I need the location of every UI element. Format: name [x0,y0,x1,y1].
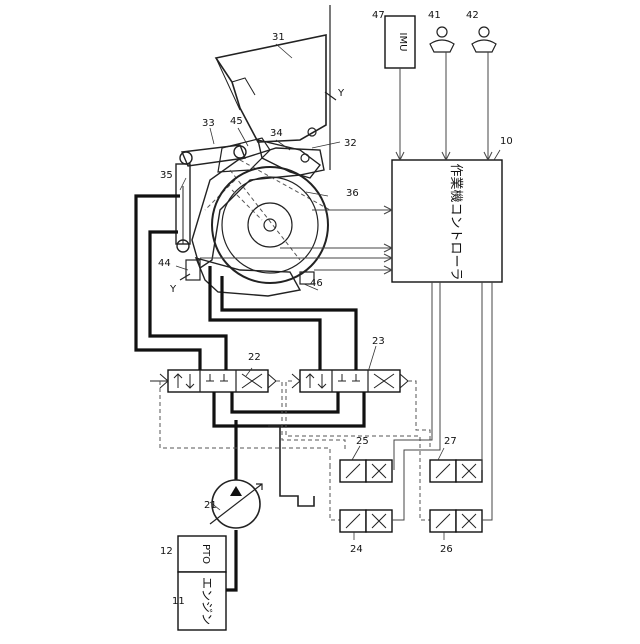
label-y-bottom: Y [169,284,177,295]
pto-label: PTO [200,544,211,564]
label-26: 26 [440,544,453,555]
label-10: 10 [500,136,513,147]
pilot-lines [160,381,430,520]
lever-42 [472,27,496,52]
label-34: 34 [270,128,283,139]
label-33: 33 [202,118,215,129]
label-36: 36 [346,188,359,199]
label-22: 22 [248,352,261,363]
label-23: 23 [372,336,385,347]
label-45: 45 [230,116,243,127]
cylinder-35 [176,164,190,252]
solenoid-24 [340,510,392,532]
hydraulic-lines [136,196,364,590]
valve-23 [292,370,408,392]
label-31: 31 [272,32,285,43]
wheel [212,167,328,283]
label-35: 35 [160,170,173,181]
pump-21 [210,480,262,528]
label-24: 24 [350,544,363,555]
valve-22 [150,370,276,392]
controller-box [392,160,502,282]
engine-label: エンジン [200,577,214,625]
label-27: 27 [444,436,457,447]
imu-label: IMU [397,33,408,52]
label-21: 21 [204,500,217,511]
label-32: 32 [344,138,357,149]
label-42: 42 [466,10,479,21]
signal-lines [200,52,492,520]
lever-41 [430,27,454,52]
solenoid-25 [340,460,392,482]
label-11: 11 [172,596,185,607]
label-y-top: Y [337,88,345,99]
controller-label: 作業機コントローラ [448,163,464,280]
label-41: 41 [428,10,441,21]
label-12: 12 [160,546,173,557]
label-46: 46 [310,278,323,289]
label-25: 25 [356,436,369,447]
link-33 [180,145,246,166]
label-44: 44 [158,258,171,269]
label-47: 47 [372,10,385,21]
solenoid-26 [430,510,482,532]
solenoid-27 [430,460,482,482]
